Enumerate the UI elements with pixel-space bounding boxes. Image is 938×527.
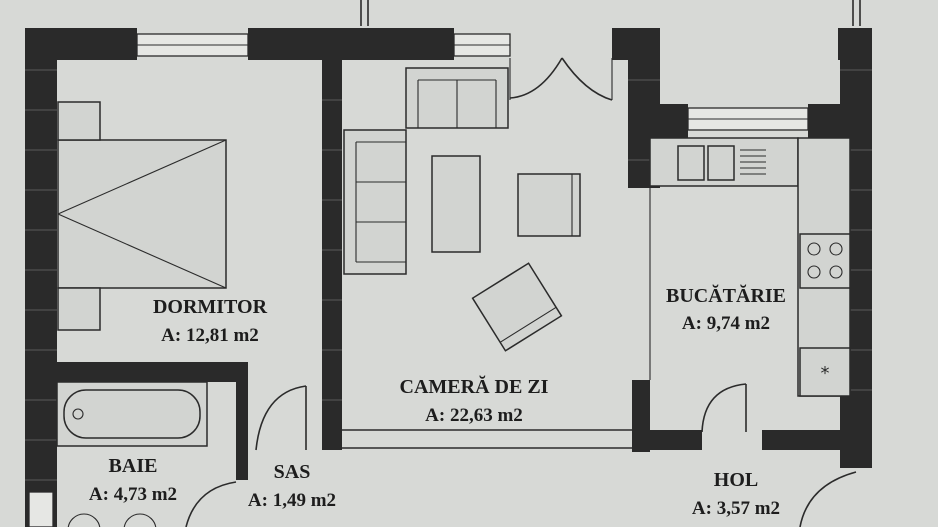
doors: [185, 57, 857, 527]
door-sas: [255, 385, 307, 451]
room-name-bucatarie: BUCĂTĂRIE: [666, 283, 786, 307]
bedroom-furniture: [57, 101, 227, 331]
wall-bathroom-right: [236, 362, 248, 480]
nightstand-top: [57, 101, 101, 141]
stove: [799, 233, 851, 289]
living-bottom-partition: [342, 429, 632, 449]
wall-kitchen-top-left: [628, 104, 688, 138]
living-furniture: [343, 67, 581, 352]
svg-text:*: *: [821, 363, 830, 384]
room-area-hol: A: 3,57 m2: [692, 498, 780, 519]
toilet-bowl-a: [67, 513, 101, 527]
bathtub-inner: [63, 389, 201, 439]
armchair: [517, 173, 581, 237]
sink-right: [707, 145, 735, 181]
sink-left: [677, 145, 705, 181]
nightstand-bottom: [57, 287, 101, 331]
kitchen-furniture: *: [649, 137, 851, 397]
wall-top-middle: [248, 28, 454, 60]
room-area-bucatarie: A: 9,74 m2: [682, 313, 770, 334]
room-area-baie: A: 4,73 m2: [89, 484, 177, 505]
bed: [57, 139, 227, 289]
window-bathroom: [28, 491, 54, 527]
wall-left-outer: [25, 28, 57, 527]
bathroom-fixtures: [56, 381, 208, 527]
room-name-camera-de-zi: CAMERĂ DE ZI: [400, 374, 549, 398]
toilet-bowl-b: [123, 513, 157, 527]
armchair-rotated: [471, 262, 563, 352]
door-kitchen: [701, 383, 747, 433]
wall-bedroom-living: [322, 58, 342, 450]
room-area-camera-de-zi: A: 22,63 m2: [425, 405, 523, 426]
wall-texture: [25, 69, 872, 481]
wall-kitchen-bottom-left: [632, 430, 702, 450]
room-area-sas: A: 1,49 m2: [248, 490, 336, 511]
room-name-baie: BAIE: [109, 455, 158, 477]
wall-bedroom-bottom: [25, 362, 247, 382]
room-name-hol: HOL: [714, 469, 758, 491]
sofa-left: [343, 129, 407, 275]
door-bathroom: [185, 481, 237, 527]
balcony-edge: [360, 0, 861, 26]
room-area-dormitor: A: 12,81 m2: [161, 325, 259, 346]
windows: [28, 33, 809, 527]
room-labels: DORMITOR A: 12,81 m2 CAMERĂ DE ZI A: 22,…: [89, 283, 786, 519]
door-balcony: [509, 57, 613, 101]
room-name-dormitor: DORMITOR: [153, 296, 268, 318]
wall-kitchen-bottom-right: [762, 430, 872, 450]
fridge: [799, 347, 851, 397]
door-entrance: [799, 471, 857, 527]
room-name-sas: SAS: [274, 461, 311, 483]
coffee-table: [431, 155, 481, 253]
